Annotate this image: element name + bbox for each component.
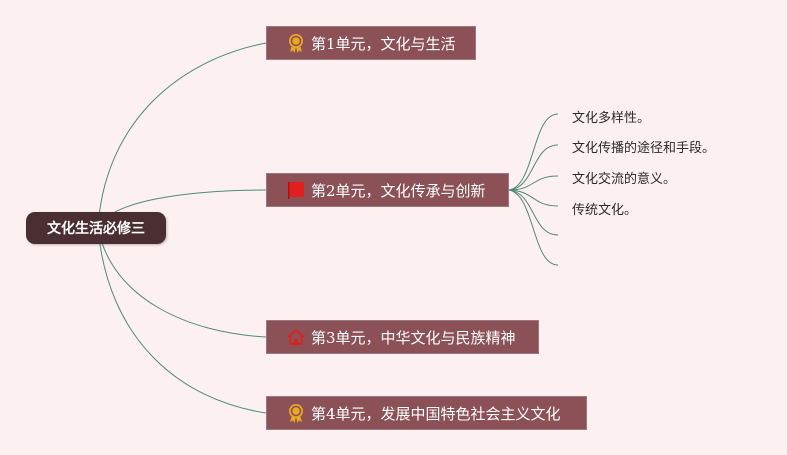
award-medal-icon [286, 33, 306, 53]
subtopic-cultural-exchange[interactable]: 文化交流的意义。 [572, 172, 677, 187]
connector-sub-6 [508, 189, 559, 266]
connector-sub-5 [508, 189, 559, 236]
connector-root-branch-3 [97, 227, 267, 338]
branch-unit-1[interactable]: 第1单元，文化与生活 [266, 26, 476, 60]
red-flag-icon [286, 180, 306, 200]
branch-unit-4[interactable]: 第4单元，发展中国特色社会主义文化 [266, 396, 587, 430]
connector-sub-1 [508, 113, 559, 191]
connector-root-branch-4 [97, 227, 267, 414]
subtopic-traditional-culture[interactable]: 传统文化。 [572, 203, 638, 218]
connector-sub-2 [508, 144, 559, 191]
branch-unit-1-label: 第1单元，文化与生活 [311, 34, 456, 53]
home-icon [286, 327, 306, 347]
connector-sub-4 [508, 189, 559, 207]
connector-root-branch-1 [97, 42, 267, 229]
award-medal-icon [286, 403, 306, 423]
branch-unit-3[interactable]: 第3单元，中华文化与民族精神 [266, 320, 539, 354]
branch-unit-3-label: 第3单元，中华文化与民族精神 [311, 328, 516, 347]
branch-unit-2[interactable]: 第2单元，文化传承与创新 [266, 173, 509, 207]
subtopic-cultural-transmission[interactable]: 文化传播的途径和手段。 [572, 141, 716, 156]
central-topic-label: 文化生活必修三 [47, 221, 145, 237]
branch-unit-2-label: 第2单元，文化传承与创新 [311, 181, 486, 200]
central-topic[interactable]: 文化生活必修三 [26, 212, 166, 244]
connector-sub-3 [508, 175, 559, 191]
subtopic-cultural-diversity[interactable]: 文化多样性。 [572, 111, 651, 126]
branch-unit-4-label: 第4单元，发展中国特色社会主义文化 [311, 404, 561, 423]
